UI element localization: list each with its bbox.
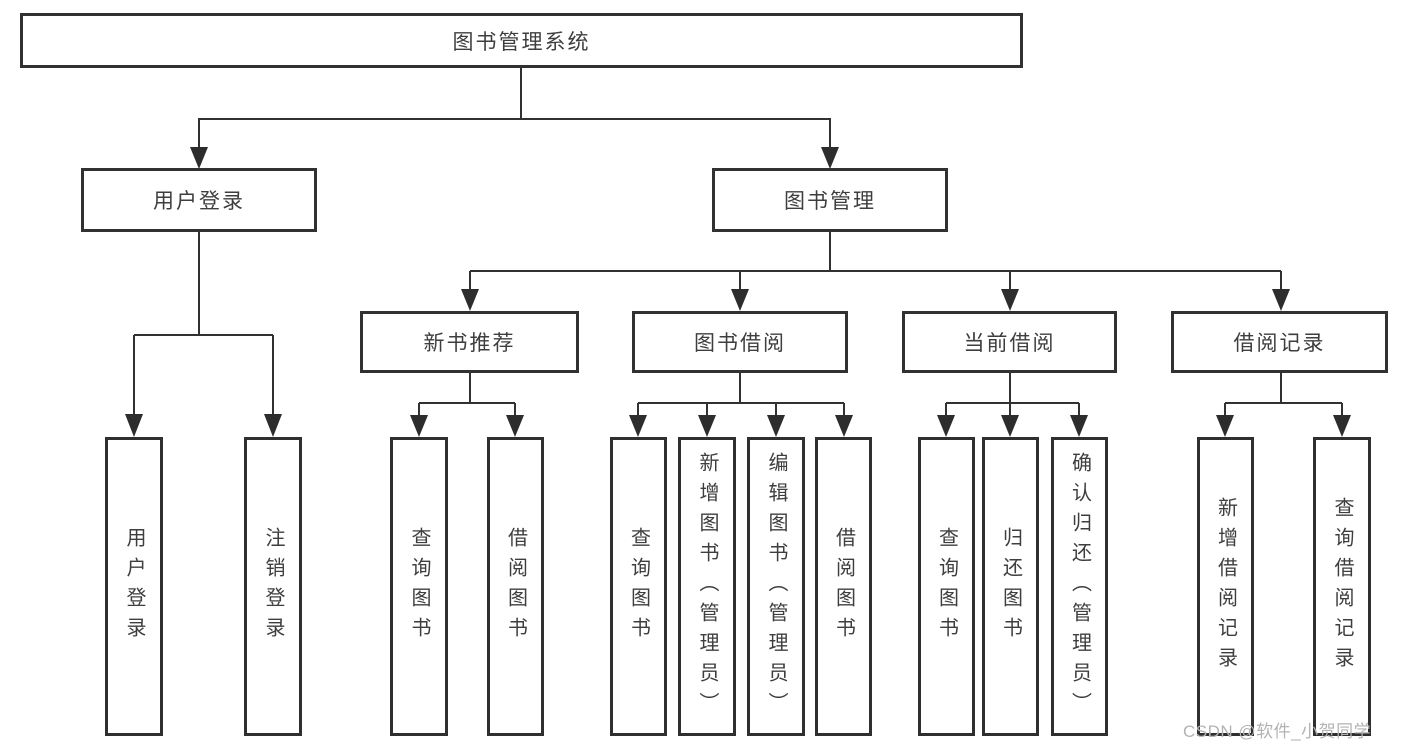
leaf-current-confirm-return-admin: 确认归还（管理员） [1051, 437, 1108, 736]
leaf-user-login: 用户登录 [105, 437, 163, 736]
leaf-records-query-record: 查询借阅记录 [1313, 437, 1371, 736]
leaf-label: 新增图书（管理员） [696, 451, 718, 722]
leaf-borrow-query-books: 查询图书 [610, 437, 667, 736]
leaf-label: 注销登录 [262, 526, 284, 647]
connector-borrow-branch [637, 373, 845, 417]
arrowheads-root-branch [190, 147, 839, 169]
leaf-label: 编辑图书（管理员） [765, 451, 787, 722]
connector-login-branch [133, 232, 274, 418]
leaf-logout: 注销登录 [244, 437, 302, 736]
leaf-label: 查询图书 [408, 526, 430, 647]
leaf-label: 借阅图书 [504, 526, 527, 647]
csdn-watermark: CSDN @软件_小贺同学 [1183, 722, 1372, 741]
leaf-label: 新增借阅记录 [1214, 496, 1237, 677]
arrowheads-borrow-branch [629, 415, 853, 437]
leaf-recommend-query-books: 查询图书 [390, 437, 448, 736]
connector-records-branch [1224, 373, 1343, 417]
node-book-borrow: 图书借阅 [632, 311, 848, 373]
connector-current-branch [945, 373, 1080, 417]
leaf-recommend-borrow-books: 借阅图书 [487, 437, 544, 736]
node-root: 图书管理系统 [20, 13, 1023, 68]
leaf-borrow-add-books-admin: 新增图书（管理员） [678, 437, 736, 736]
arrowheads-management-branch [461, 289, 1290, 311]
connector-management-branch [469, 232, 1282, 293]
arrowheads-login-branch [125, 414, 282, 437]
leaf-label: 用户登录 [123, 526, 145, 647]
node-current-borrow: 当前借阅 [902, 311, 1117, 373]
leaf-current-return-books: 归还图书 [982, 437, 1039, 736]
connector-recommend-branch [418, 373, 516, 417]
node-user-login: 用户登录 [81, 168, 317, 232]
leaf-records-add-record: 新增借阅记录 [1197, 437, 1254, 736]
node-new-book-recommend: 新书推荐 [360, 311, 579, 373]
leaf-label: 查询图书 [935, 526, 958, 647]
leaf-label: 查询借阅记录 [1331, 496, 1353, 677]
node-borrow-records: 借阅记录 [1171, 311, 1388, 373]
connector-root-branch [198, 68, 831, 151]
leaf-borrow-borrow-books: 借阅图书 [815, 437, 872, 736]
leaf-label: 查询图书 [627, 526, 650, 647]
arrowheads-records-branch [1216, 415, 1351, 437]
node-book-management: 图书管理 [712, 168, 948, 232]
arrowheads-current-branch [937, 415, 1088, 437]
leaf-label: 借阅图书 [832, 526, 855, 647]
leaf-label: 归还图书 [999, 526, 1022, 647]
leaf-current-query-books: 查询图书 [918, 437, 975, 736]
arrowheads-recommend-branch [410, 415, 524, 437]
leaf-borrow-edit-books-admin: 编辑图书（管理员） [747, 437, 805, 736]
leaf-label: 确认归还（管理员） [1068, 451, 1091, 722]
